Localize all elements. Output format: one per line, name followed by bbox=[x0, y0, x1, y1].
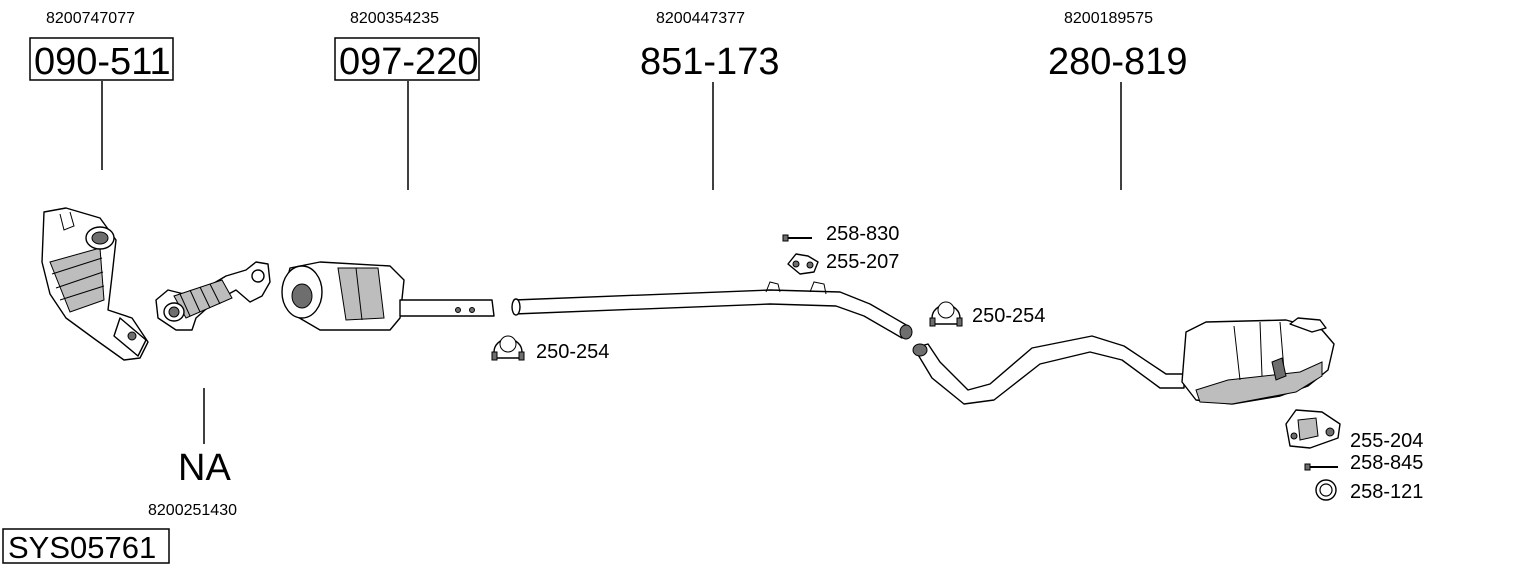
rear-muffler-oem-number: 8200189575 bbox=[1064, 10, 1153, 27]
rear-muffler-part-code: 280-819 bbox=[1048, 41, 1187, 83]
accessory-bolt-rear: 258-845 bbox=[1350, 452, 1423, 474]
catalyst-code-box bbox=[29, 37, 174, 81]
na-part-code: NA bbox=[178, 447, 231, 489]
catalyst-oem-number: 8200747077 bbox=[46, 10, 135, 27]
clamp-icon bbox=[929, 301, 963, 327]
dpf-code-box bbox=[334, 37, 480, 81]
clamp-icon bbox=[491, 335, 525, 361]
accessory-rubber-mount-rear: 255-204 bbox=[1350, 430, 1423, 452]
dpf-oem-number: 8200354235 bbox=[350, 10, 439, 27]
sealing-ring-icon bbox=[1315, 479, 1337, 501]
na-oem-number: 8200251430 bbox=[148, 502, 237, 519]
bolt-icon bbox=[1304, 463, 1338, 471]
rear-silencer-icon bbox=[912, 317, 1335, 405]
accessory-bolt-top: 258-830 bbox=[826, 223, 899, 245]
bolt-icon bbox=[782, 234, 812, 242]
system-code-box bbox=[2, 528, 170, 564]
particulate-filter-icon bbox=[281, 261, 495, 331]
accessory-rubber-mount-top: 255-207 bbox=[826, 251, 899, 273]
rubber-mount-icon bbox=[1285, 409, 1341, 449]
middle-pipe-oem-number: 8200447377 bbox=[656, 10, 745, 27]
middle-pipe-icon bbox=[511, 281, 913, 340]
accessory-clamp-left: 250-254 bbox=[536, 341, 609, 363]
system-code: SYS05761 bbox=[8, 530, 156, 565]
flex-pipe-icon bbox=[155, 261, 271, 331]
catalytic-converter-icon bbox=[41, 207, 149, 361]
rubber-mount-icon bbox=[787, 253, 819, 275]
catalyst-part-code: 090-511 bbox=[34, 41, 171, 83]
middle-pipe-part-code: 851-173 bbox=[640, 41, 779, 83]
accessory-clamp-right: 250-254 bbox=[972, 305, 1045, 327]
dpf-part-code: 097-220 bbox=[339, 41, 478, 83]
accessory-ring-rear: 258-121 bbox=[1350, 481, 1423, 503]
